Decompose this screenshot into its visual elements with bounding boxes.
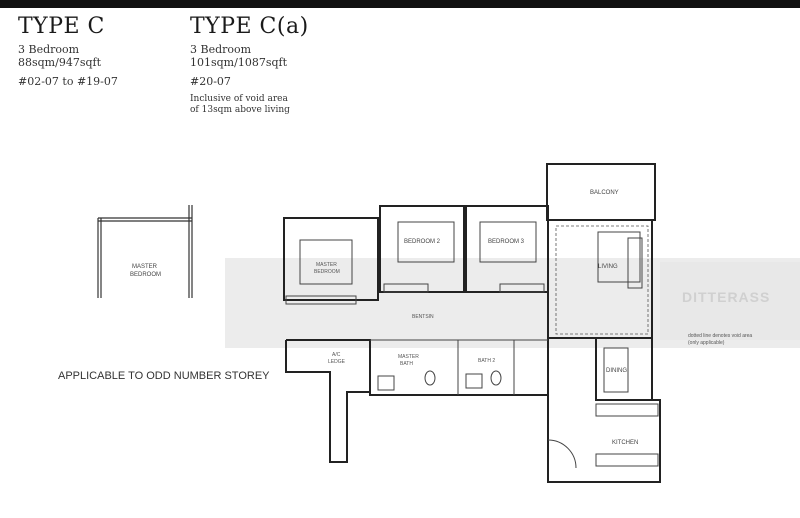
type-ca-note-line2: of 13sqm above living [190, 105, 290, 115]
label-master-bedroom-left-2: BEDROOM [130, 272, 161, 278]
type-ca-area: 101sqm/1087sqft [190, 56, 287, 69]
watermark: DITTERASS [682, 289, 770, 305]
type-c-title: TYPE C [18, 14, 105, 39]
upper-master-bedroom [97, 205, 193, 298]
label-bedroom2: BEDROOM 2 [404, 239, 441, 245]
label-bath2: BATH 2 [478, 358, 495, 364]
label-living: LIVING [598, 264, 618, 270]
void-area-outline [555, 225, 649, 335]
label-ac-ledge-a: A/C [332, 352, 341, 358]
label-master-bedroom-left: MASTER [132, 264, 158, 270]
type-c-bedrooms: 3 Bedroom [18, 43, 80, 56]
void-note-line2: (only applicable) [688, 340, 725, 346]
label-master-bedroom-b: BEDROOM [314, 269, 340, 275]
type-ca-bedrooms: 3 Bedroom [190, 43, 252, 56]
type-c-units: #02-07 to #19-07 [18, 75, 118, 88]
label-balcony: BALCONY [590, 190, 619, 196]
plan-band-right [660, 262, 800, 340]
applicable-note: APPLICABLE TO ODD NUMBER STOREY [58, 370, 270, 382]
void-note-line1: dotted line denotes void area [688, 333, 752, 339]
label-corridor: BENTSIN [412, 314, 434, 320]
interior-walls [285, 221, 659, 469]
label-master-bath-b: BATH [400, 361, 413, 367]
label-kitchen: KITCHEN [612, 440, 638, 446]
label-ac-ledge-b: LEDGE [328, 359, 346, 365]
label-dining: DINING [606, 368, 627, 374]
top-bar [0, 0, 800, 8]
label-master-bath-a: MASTER [398, 354, 419, 360]
label-master-bedroom-a: MASTER [316, 262, 337, 268]
label-bedroom3: BEDROOM 3 [488, 239, 525, 245]
type-c-area: 88sqm/947sqft [18, 56, 101, 69]
type-ca-units: #20-07 [190, 75, 231, 88]
type-ca-note-line1: Inclusive of void area [190, 94, 288, 104]
type-ca-title: TYPE C(a) [190, 14, 309, 39]
